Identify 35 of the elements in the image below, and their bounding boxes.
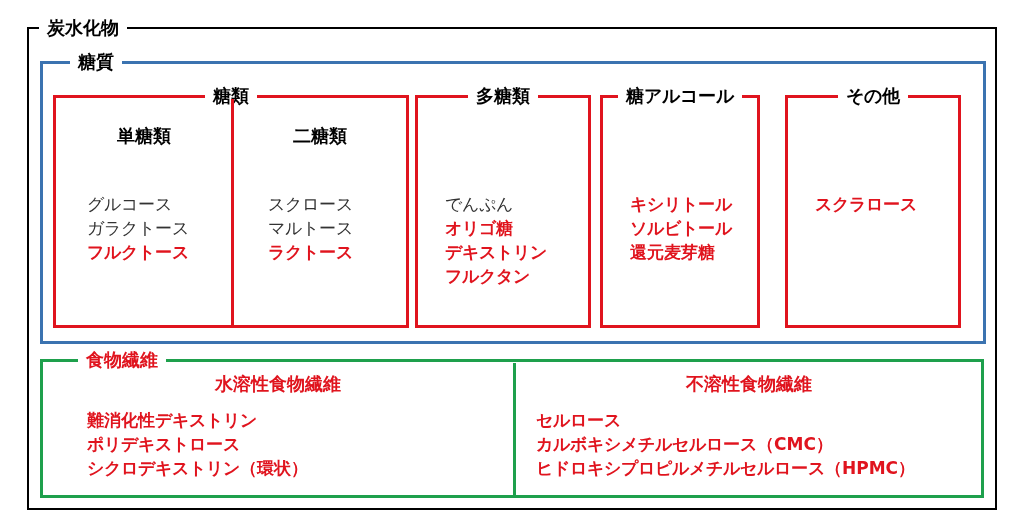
category-box	[600, 83, 760, 328]
category-box	[40, 49, 986, 344]
list-item: ラクトース	[268, 241, 353, 264]
list-item: スクラロース	[815, 193, 917, 216]
list-item: 難消化性デキストリン	[87, 409, 258, 432]
list-item: シクロデキストリン（環状）	[87, 457, 308, 480]
category-heading: 糖類	[211, 84, 250, 108]
category-heading: 糖質	[76, 50, 115, 74]
category-heading: 水溶性食物繊維	[215, 372, 341, 396]
list-item: ヒドロキシプロピルメチルセルロース（HPMC）	[536, 457, 916, 480]
list-item: スクロース	[268, 193, 353, 216]
list-item: フルクトース	[87, 241, 189, 264]
list-item: ソルビトール	[630, 217, 732, 240]
list-item: デキストリン	[445, 241, 547, 264]
list-item: ガラクトース	[87, 217, 189, 240]
category-heading: 二糖類	[293, 124, 347, 148]
list-item: 還元麦芽糖	[630, 241, 716, 264]
list-item: ポリデキストロース	[87, 433, 241, 456]
category-box	[415, 83, 591, 328]
list-item: キシリトール	[630, 193, 732, 216]
list-item: カルボキシメチルセルロース（CMC）	[536, 433, 834, 456]
list-item: フルクタン	[445, 265, 531, 288]
category-heading: その他	[845, 84, 901, 108]
category-heading: 不溶性食物繊維	[685, 372, 812, 396]
category-box	[53, 83, 409, 328]
category-heading: 単糖類	[116, 124, 171, 148]
category-heading: 炭水化物	[46, 16, 120, 40]
list-item: セルロース	[536, 409, 622, 432]
list-item: でんぷん	[445, 193, 514, 216]
category-heading: 多糖類	[475, 84, 531, 108]
list-item: グルコース	[87, 193, 173, 216]
list-item: マルトース	[268, 217, 353, 240]
list-item: オリゴ糖	[445, 217, 514, 240]
category-heading: 食物繊維	[85, 348, 159, 372]
category-heading: 糖アルコール	[624, 84, 736, 108]
